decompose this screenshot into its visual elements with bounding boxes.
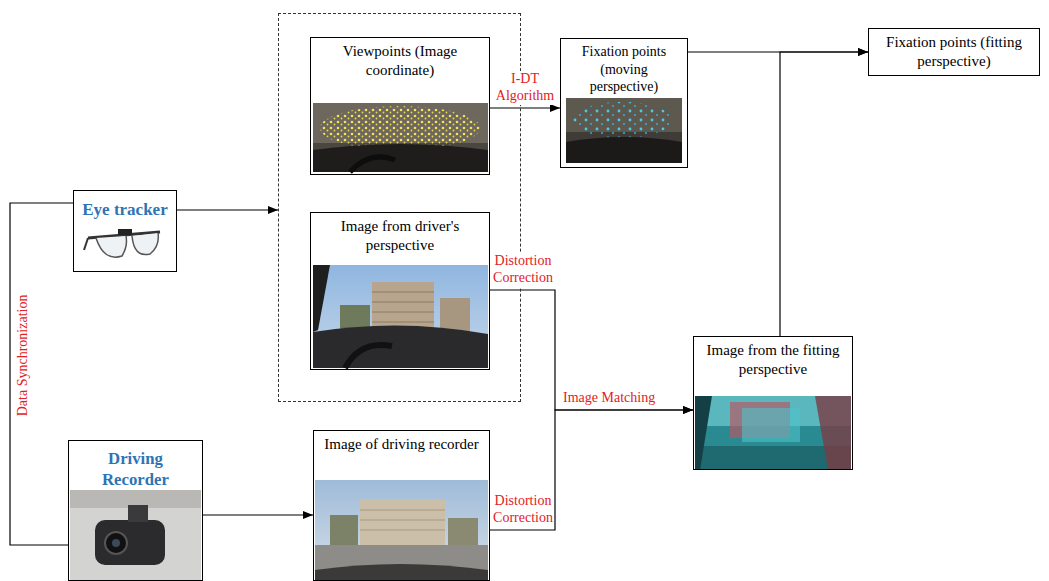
note-label: Image Matching bbox=[563, 390, 655, 407]
driver-view-picture bbox=[313, 265, 488, 368]
group-box: Viewpoints (Image coordinate) Image from … bbox=[278, 13, 521, 402]
box-label: Viewpoints (Image coordinate) bbox=[311, 38, 489, 80]
device-box: Eye tracker bbox=[73, 190, 177, 272]
device-box: Driving Recorder bbox=[68, 440, 203, 581]
connector bbox=[10, 203, 73, 545]
edge-label: I-DT Algorithm bbox=[492, 71, 558, 105]
device-title: Eye tracker bbox=[74, 191, 176, 220]
box-label: Image of driving recorder bbox=[314, 431, 489, 454]
image-box: Image of driving recorder bbox=[313, 430, 490, 581]
viewpoints-picture bbox=[313, 103, 488, 172]
box-label: Fixation points (fitting perspective) bbox=[869, 29, 1039, 71]
camera-picture bbox=[70, 490, 201, 581]
fixation-picture bbox=[566, 98, 682, 163]
recorder-view-picture bbox=[315, 480, 488, 581]
edge-label: Distortion Correction bbox=[492, 493, 554, 527]
image-box: Image from driver's perspective bbox=[310, 212, 490, 370]
edge-label: Data Synchronization bbox=[16, 294, 33, 416]
connector bbox=[177, 209, 278, 210]
box-label: Fixation points (moving perspective) bbox=[561, 39, 687, 96]
connector bbox=[490, 107, 560, 108]
edge-label: Distortion Correction bbox=[492, 253, 554, 287]
device-title: Driving Recorder bbox=[69, 441, 202, 491]
image-box: Image from the fitting perspective bbox=[693, 336, 853, 470]
image-box: Viewpoints (Image coordinate) bbox=[310, 37, 490, 175]
image-box: Fixation points (moving perspective) bbox=[560, 38, 688, 168]
connector bbox=[780, 52, 868, 336]
connector bbox=[490, 410, 693, 530]
box-label: Image from the fitting perspective bbox=[694, 337, 852, 379]
fitting-picture bbox=[695, 396, 851, 470]
connector bbox=[203, 514, 313, 515]
process-box: Fixation points (fitting perspective) bbox=[868, 28, 1040, 76]
glasses-picture bbox=[84, 229, 160, 257]
box-label: Image from driver's perspective bbox=[311, 213, 489, 255]
